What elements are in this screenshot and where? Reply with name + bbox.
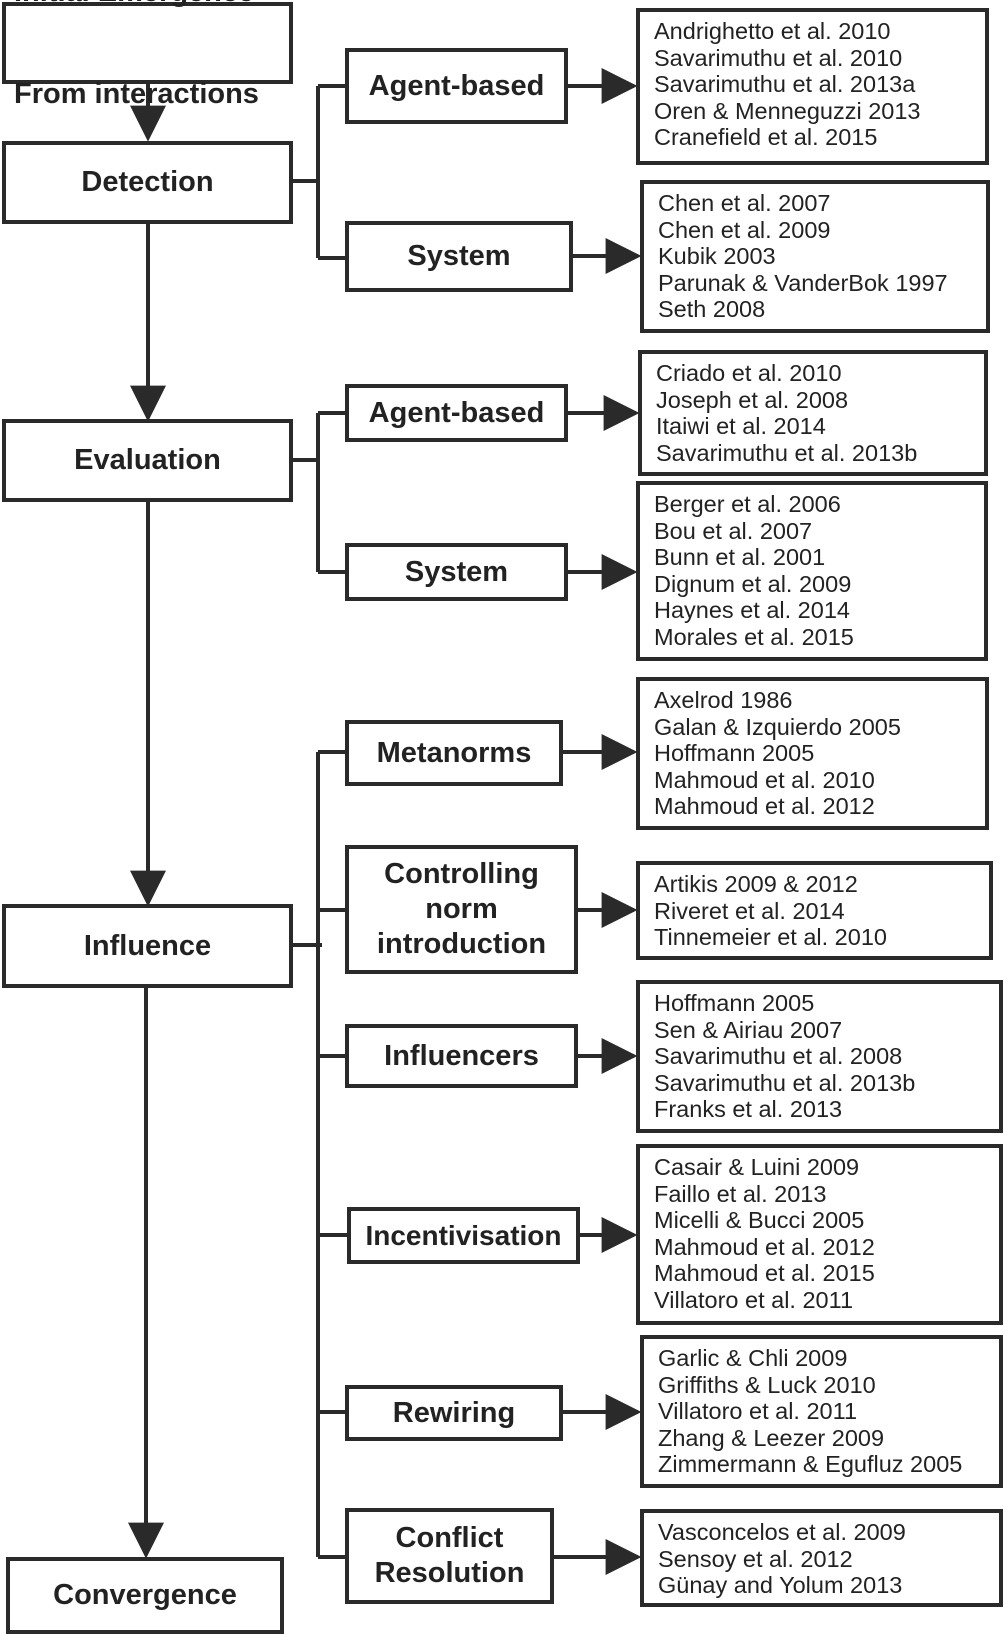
influence-branch-connector — [293, 750, 347, 1559]
refs-influence-rewiring-item: Garlic & Chli 2009 — [658, 1345, 848, 1371]
refs-detection-agent-based-item: Oren & Menneguzzi 2013 — [654, 97, 921, 124]
refs-influence-incentivisation-item: Micelli & Bucci 2005 — [654, 1207, 865, 1234]
evaluation-agent-based-label: Agent-based — [368, 396, 545, 429]
influence-controlling-line-2: norm — [425, 893, 498, 925]
refs-evaluation-system-item: Bou et al. 2007 — [654, 517, 813, 544]
refs-evaluation-agent-based-item: Itaiwi et al. 2014 — [656, 413, 826, 440]
influence-influencers-label: Influencers — [384, 1039, 539, 1072]
refs-detection-system-item: Kubik 2003 — [658, 243, 776, 270]
evaluation-agent-based-box: Agent-based — [345, 384, 568, 442]
stage-initial-emergence: Initial Emergence From interactions — [2, 0, 293, 110]
refs-influence-rewiring-item: Griffiths & Luck 2010 — [658, 1371, 876, 1398]
influence-conflict-line-2: Resolution — [374, 1557, 525, 1589]
influence-conflict-label: Conflict Resolution — [375, 1521, 525, 1591]
refs-influence-incentivisation-item: Mahmoud et al. 2015 — [654, 1260, 875, 1287]
refs-influence-incentivisation-item: Faillo et al. 2013 — [654, 1180, 827, 1207]
refs-influence-influencers-item: Savarimuthu et al. 2008 — [654, 1043, 903, 1070]
influence-rewiring-box: Rewiring — [345, 1385, 563, 1441]
refs-influence-controlling-item: Artikis 2009 & 2012 — [654, 871, 858, 897]
refs-influence-influencers-item: Savarimuthu et al. 2013b — [654, 1069, 916, 1096]
refs-detection-agent-based-item: Andrighetto et al. 2010 — [654, 18, 891, 44]
detection-agent-based-box: Agent-based — [345, 48, 568, 124]
evaluation-system-box: System — [345, 543, 568, 601]
stage-initial-emergence-line-1: Initial Emergence — [14, 0, 259, 9]
influence-metanorms-label: Metanorms — [376, 736, 532, 769]
refs-influence-rewiring-item: Villatoro et al. 2011 — [658, 1398, 858, 1425]
stage-influence-label: Influence — [83, 929, 212, 962]
influence-rewiring-label: Rewiring — [392, 1396, 516, 1429]
stage-detection-label: Detection — [81, 166, 214, 198]
refs-influence-metanorms-item: Hoffmann 2005 — [654, 740, 815, 767]
refs-evaluation-system-item: Dignum et al. 2009 — [654, 570, 852, 597]
refs-influence-metanorms-item: Galan & Izquierdo 2005 — [654, 713, 901, 740]
refs-detection-system-item: Chen et al. 2009 — [658, 216, 831, 243]
refs-influence-metanorms-item: Axelrod 1986 — [654, 687, 793, 713]
influence-incentivisation-box: Incentivisation — [347, 1207, 580, 1264]
detection-system-label: System — [407, 240, 511, 272]
refs-evaluation-system-item: Morales et al. 2015 — [654, 623, 854, 650]
stage-detection: Detection — [2, 141, 293, 224]
influence-controlling-line-3: introduction — [376, 928, 547, 960]
refs-detection-agent-based-item: Cranefield et al. 2015 — [654, 124, 878, 151]
refs-detection-system-item: Seth 2008 — [658, 296, 766, 323]
influence-influencers-box: Influencers — [345, 1024, 578, 1088]
refs-evaluation-agent-based-item: Savarimuthu et al. 2013b — [656, 439, 918, 466]
refs-influence-incentivisation-item: Mahmoud et al. 2012 — [654, 1233, 875, 1260]
refs-evaluation-agent-based-item: Joseph et al. 2008 — [656, 386, 849, 413]
refs-influence-controlling-item: Tinnemeier et al. 2010 — [654, 924, 887, 951]
influence-conflict-line-1: Conflict — [395, 1522, 504, 1554]
refs-evaluation-system-item: Bunn et al. 2001 — [654, 544, 826, 571]
refs-influence-influencers-item: Franks et al. 2013 — [654, 1096, 843, 1123]
refs-detection-system-item: Chen et al. 2007 — [658, 190, 831, 216]
influence-controlling-line-1: Controlling — [384, 858, 539, 890]
refs-influence-incentivisation-item: Villatoro et al. 2011 — [654, 1286, 854, 1313]
refs-detection-system-item: Parunak & VanderBok 1997 — [658, 269, 948, 296]
evaluation-system-label: System — [404, 555, 509, 588]
influence-metanorms-box: Metanorms — [345, 720, 563, 786]
refs-evaluation-system-item: Haynes et al. 2014 — [654, 597, 850, 624]
refs-influence-metanorms-item: Mahmoud et al. 2010 — [654, 766, 875, 793]
refs-influence-conflict-item: Sensoy et al. 2012 — [658, 1545, 853, 1572]
refs-influence-incentivisation-item: Casair & Luini 2009 — [654, 1154, 860, 1180]
stage-initial-emergence-label: Initial Emergence From interactions — [14, 0, 259, 179]
detection-system-box: System — [345, 221, 573, 292]
stage-convergence: Convergence — [6, 1557, 284, 1634]
refs-influence-metanorms-item: Mahmoud et al. 2012 — [654, 793, 875, 820]
refs-detection-agent-based-item: Savarimuthu et al. 2013a — [654, 71, 916, 98]
stage-influence: Influence — [2, 904, 293, 988]
influence-incentivisation-label: Incentivisation — [365, 1220, 562, 1251]
refs-influence-conflict-item: Günay and Yolum 2013 — [658, 1572, 903, 1599]
refs-evaluation-agent-based-item: Criado et al. 2010 — [656, 360, 842, 386]
refs-influence-controlling-item: Riveret et al. 2014 — [654, 897, 845, 924]
refs-influence-influencers-item: Hoffmann 2005 — [654, 990, 815, 1016]
stage-initial-emergence-line-2: From interactions — [14, 78, 259, 110]
stage-evaluation-label: Evaluation — [74, 444, 221, 476]
detection-branch-connector — [293, 84, 347, 260]
detection-agent-based-label: Agent-based — [368, 69, 545, 102]
refs-influence-rewiring-item: Zhang & Leezer 2009 — [658, 1424, 885, 1451]
refs-influence-influencers-item: Sen & Airiau 2007 — [654, 1016, 843, 1043]
influence-controlling-label: Controlling norm introduction — [377, 857, 546, 962]
stage-evaluation: Evaluation — [2, 419, 293, 502]
stage-convergence-label: Convergence — [53, 1579, 237, 1611]
refs-influence-rewiring-item: Zimmermann & Egufluz 2005 — [658, 1451, 963, 1478]
refs-influence-conflict-item: Vasconcelos et al. 2009 — [658, 1519, 906, 1545]
evaluation-branch-connector — [293, 411, 347, 574]
influence-conflict-box: Conflict Resolution — [345, 1508, 554, 1604]
refs-detection-agent-based-item: Savarimuthu et al. 2010 — [654, 44, 903, 71]
refs-evaluation-system-item: Berger et al. 2006 — [654, 491, 841, 517]
influence-controlling-box: Controlling norm introduction — [345, 845, 578, 974]
